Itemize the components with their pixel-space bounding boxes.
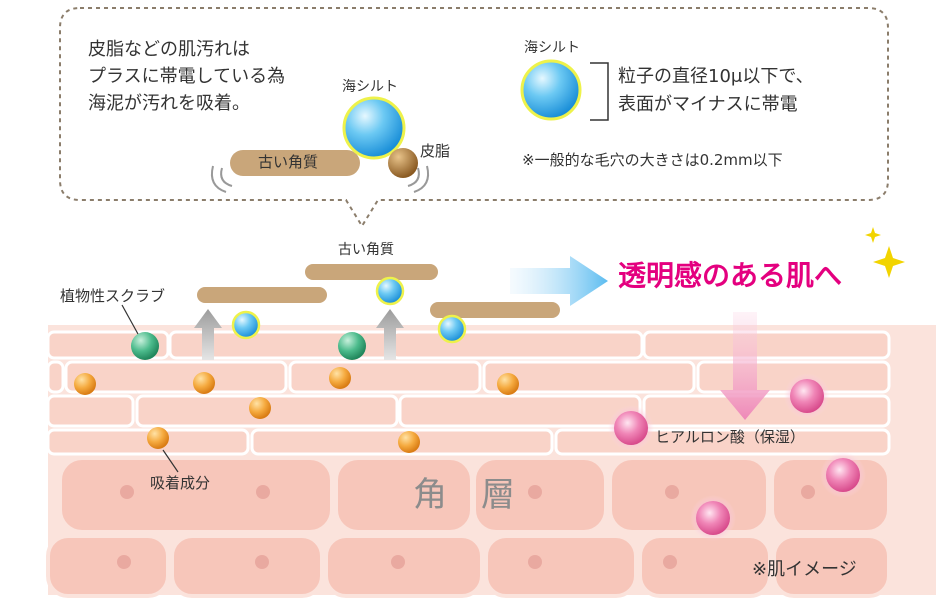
callout-sea-silt-label: 海シルト [342,79,398,95]
keratin-bar [430,302,560,318]
hyaluronic-balls [608,373,866,541]
callout-keratin-label: 古い角質 [258,153,319,171]
legend-bracket [590,62,609,121]
legend-sea-silt-ball [520,59,582,121]
lift-arrow [194,309,222,360]
sea-silt-ball [231,310,261,340]
absorb-ball [329,367,351,389]
scrub-ball [131,332,159,360]
absorb-ball [497,373,519,395]
callout-motion-left [220,167,233,187]
callout-motion-left2 [210,165,227,193]
callout-motion-right [407,167,420,187]
callout-motion-right2 [413,165,430,193]
callout-sebum-ball [388,148,418,178]
result-label: 透明感のある肌へ [618,259,843,292]
absorb-ball [193,372,215,394]
result-arrow [510,256,608,306]
sea-silt-ball [437,314,467,344]
callout-text-line-3: 海泥が汚れを吸着。 [88,93,250,114]
callout-footnote: ※一般的な毛穴の大きさは0.2mm以下 [522,151,783,169]
callout-text-line-2: プラスに帯電している為 [88,66,286,87]
legend-label: 海シルト [524,40,580,56]
sea-silt-ball [375,276,405,306]
keratin-bar [305,264,438,280]
callout-sebum-label: 皮脂 [420,142,451,160]
scrub-leader [121,304,139,335]
image-note: ※肌イメージ [752,559,857,580]
absorb-ball [74,373,96,395]
legend-desc-line-1: 粒子の直径10μ以下で、 [618,66,814,87]
absorption-label: 吸着成分 [150,474,211,492]
scrub-label: 植物性スクラブ [60,287,166,305]
scrub-ball [338,332,366,360]
callout-keratin-bar [230,150,360,176]
lift-arrow [376,309,404,360]
callout-text-line-1: 皮脂などの肌汚れは [88,39,250,60]
sparkle-icon [865,227,905,278]
absorb-ball [249,397,271,419]
keratin-bar [197,287,327,303]
skin-layers [46,325,936,598]
absorb-leader [162,449,179,473]
hyaluronic-label: ヒアルロン酸（保湿） [655,428,805,446]
callout-sea-silt-ball [342,96,406,160]
stratum-corneum-label: 角 層 [413,475,515,515]
hyaluronic-arrow [720,312,770,420]
absorb-ball [147,427,169,449]
legend-desc-line-2: 表面がマイナスに帯電 [618,94,798,115]
absorb-ball [398,431,420,453]
keratin-label: 古い角質 [338,242,394,258]
